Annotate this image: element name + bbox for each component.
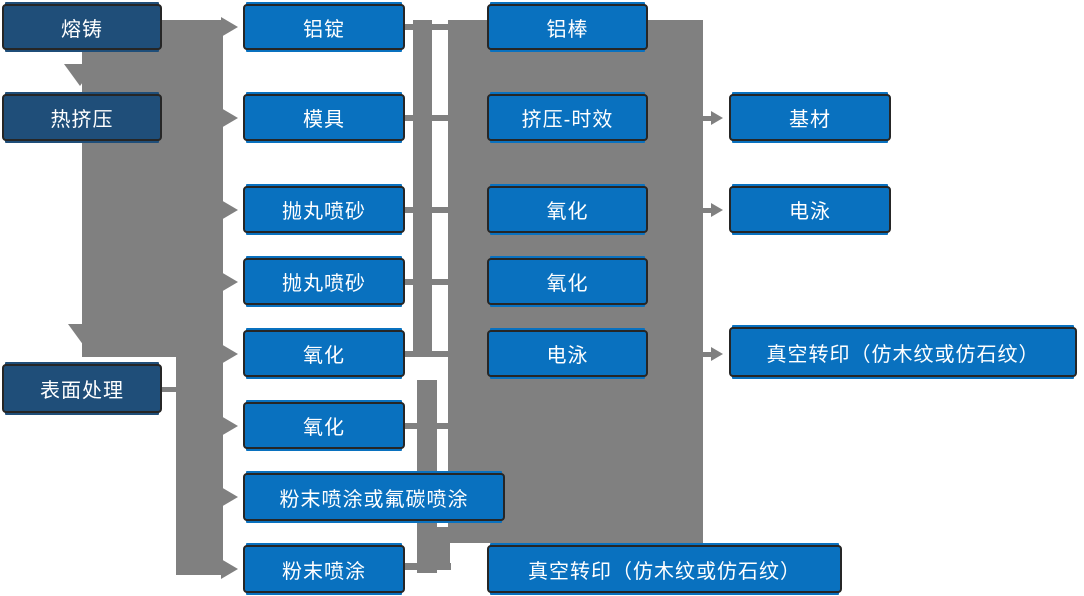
node-oxidation-4: 氧化 (487, 258, 648, 305)
node-oxidation-3: 氧化 (487, 186, 648, 233)
node-shot-blasting-2: 抛丸喷砂 (243, 258, 405, 305)
arrow-right-icon (221, 108, 238, 128)
stub-surface-treatment (162, 387, 178, 392)
stub-row1 (405, 24, 448, 30)
node-mold: 模具 (243, 94, 405, 141)
arrow-right-icon (221, 344, 238, 364)
arrow-right-icon (221, 559, 238, 579)
arrow-right-icon (711, 347, 723, 361)
stub-row3 (405, 207, 448, 213)
arrow-stem (703, 116, 712, 121)
node-surface-treatment: 表面处理 (2, 364, 162, 413)
node-hot-extrusion: 热挤压 (2, 94, 162, 141)
node-vacuum-transfer-right: 真空转印（仿木纹或仿石纹） (729, 327, 1077, 377)
flow-band-left-lower (176, 357, 223, 575)
arrow-right-icon (711, 203, 723, 217)
flow-band-mid-upper (413, 20, 432, 354)
stub-row8 (405, 563, 451, 570)
node-aluminum-ingot: 铝锭 (243, 4, 405, 50)
node-shot-blasting-1: 抛丸喷砂 (243, 186, 405, 233)
node-vacuum-transfer-bottom: 真空转印（仿木纹或仿石纹） (487, 545, 842, 593)
arrow-right-icon (711, 111, 723, 125)
flow-band-left-main (82, 20, 223, 357)
node-smelting: 熔铸 (2, 4, 162, 50)
stub-row5 (405, 351, 448, 357)
node-powder-or-fluorocarbon-coating: 粉末喷涂或氟碳喷涂 (243, 473, 505, 521)
node-electrophoresis-1: 电泳 (487, 330, 648, 377)
arrow-right-icon (221, 272, 238, 292)
arrow-right-icon (221, 416, 238, 436)
stub-row2 (405, 115, 448, 121)
arrow-stem (703, 208, 712, 213)
stub-row6 (405, 423, 448, 429)
node-extrusion-aging: 挤压-时效 (487, 94, 648, 141)
arrow-stem (703, 352, 712, 357)
arrow-right-icon (221, 200, 238, 220)
node-oxidation-1: 氧化 (243, 330, 405, 377)
node-substrate: 基材 (729, 94, 891, 141)
arrow-down-icon (68, 324, 100, 346)
arrow-down-icon (64, 64, 96, 86)
node-aluminum-rod: 铝棒 (487, 4, 648, 50)
arrow-right-icon (221, 487, 238, 507)
node-oxidation-2: 氧化 (243, 402, 405, 449)
node-electrophoresis-2: 电泳 (729, 186, 891, 233)
stub-row4 (405, 279, 448, 285)
stub-row8-riser (435, 527, 450, 567)
node-powder-coating: 粉末喷涂 (243, 545, 405, 593)
arrow-right-icon (221, 17, 238, 37)
